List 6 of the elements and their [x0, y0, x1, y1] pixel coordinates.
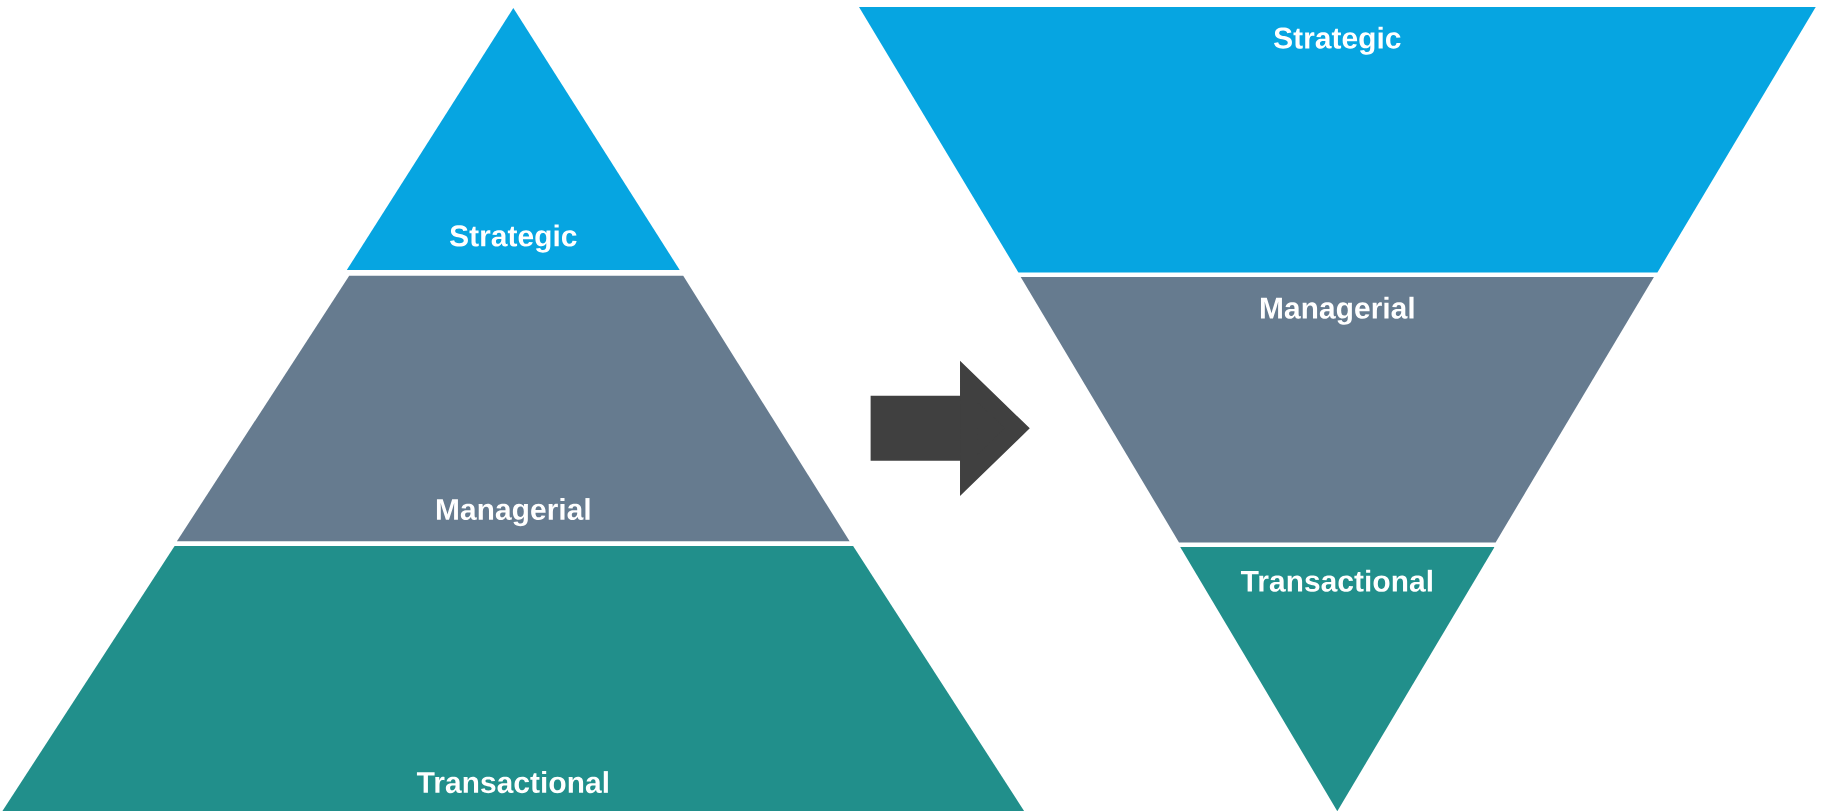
pyramid-tier: Managerial: [176, 275, 850, 542]
pyramid-tier: Transactional: [2, 545, 1025, 811]
funnel-tier: Strategic: [859, 7, 1816, 273]
funnel-tier: Transactional: [1180, 547, 1495, 811]
pyramid-tier: Strategic: [346, 8, 680, 270]
funnel-tier: Managerial: [1020, 277, 1654, 543]
